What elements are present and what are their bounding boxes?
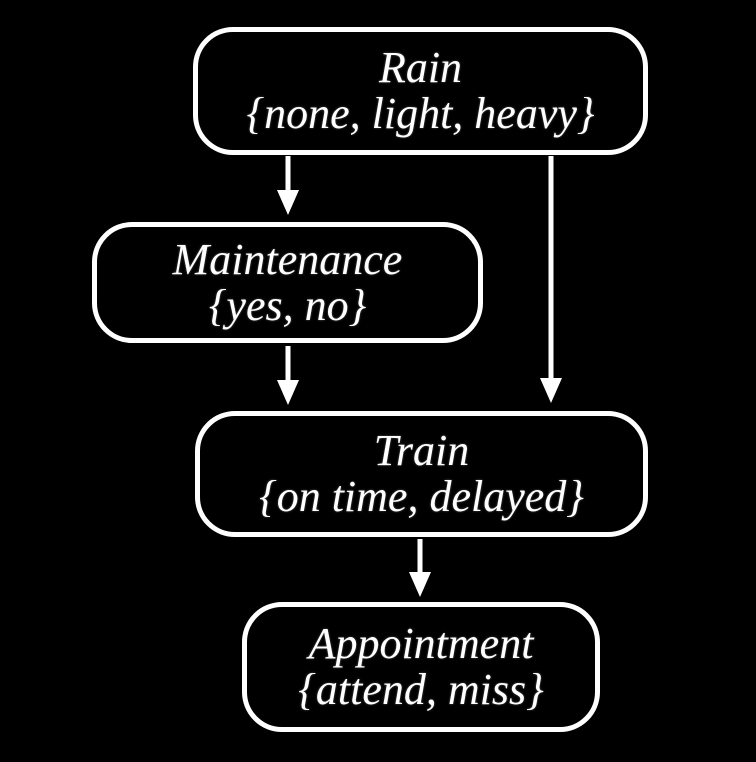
node-rain-label: Rain (378, 43, 463, 92)
node-train: Train {on time, delayed} (195, 411, 648, 537)
node-maintenance-values: {yes, no} (208, 280, 367, 330)
node-maintenance-label: Maintenance (172, 234, 403, 284)
node-train-values: {on time, delayed} (259, 472, 584, 521)
node-rain: Rain {none, light, heavy} (193, 27, 648, 155)
node-appointment-values: {attend, miss} (298, 665, 544, 714)
edge-train-to-appointment-arrow (409, 539, 431, 597)
edge-rain-to-train-arrow (540, 156, 562, 403)
node-rain-values: {none, light, heavy} (246, 89, 595, 138)
node-train-label: Train (373, 426, 470, 475)
edge-rain-to-maintenance-arrow (277, 156, 299, 215)
edge-maintenance-to-train-arrow (277, 346, 299, 405)
node-appointment-label: Appointment (308, 619, 534, 668)
node-appointment: Appointment {attend, miss} (242, 602, 600, 732)
node-maintenance: Maintenance {yes, no} (92, 222, 483, 343)
